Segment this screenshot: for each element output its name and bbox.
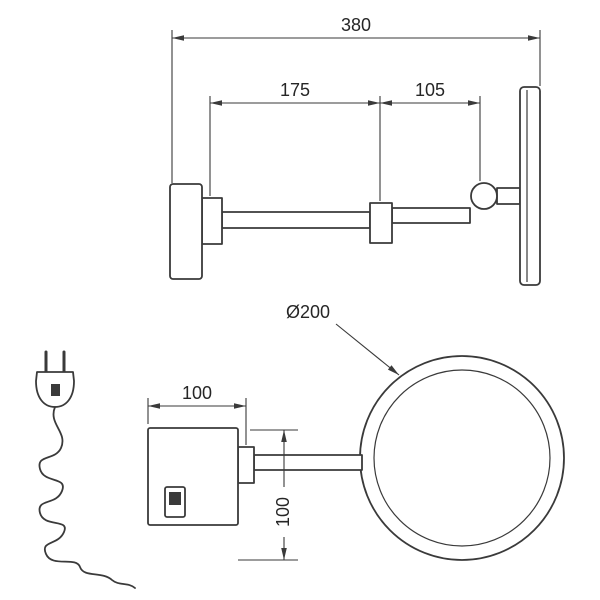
power-switch-rocker [169,492,181,505]
arrowhead [468,100,480,106]
side-view: 380 175 105 [169,15,541,286]
arrowhead [387,365,399,375]
wall-plate-side [169,183,203,280]
dimension-drop-height: 100 [238,429,298,561]
dim-mirror-diameter-label: Ø200 [286,302,330,322]
mounting-bracket-side [201,197,223,245]
mirror-side-profile [519,86,541,286]
mirror-outer-rim [359,355,565,561]
dim-rear-arm-label: 105 [415,80,445,100]
dim-drop-height-label: 100 [273,497,293,527]
power-cord [38,406,136,589]
arrowhead [281,548,287,560]
dim-plate-width-label: 100 [182,383,212,403]
arrowhead [528,35,540,41]
mirror-stem [496,187,521,205]
arm-segment-1 [221,211,371,229]
arm-elbow-joint [369,202,393,244]
arrowhead [148,403,160,409]
plug-center-detail [51,384,60,396]
ball-joint [470,182,498,210]
dimension-total-reach: 380 [171,15,541,183]
wall-plate-front [147,427,239,526]
dim-total-reach-label: 380 [341,15,371,35]
arrowhead [281,430,287,442]
dimension-arm-segments: 175 105 [209,80,481,201]
dimension-plate-width: 100 [147,383,247,445]
leader-line [335,323,400,376]
power-plug [35,350,75,408]
arrowhead [172,35,184,41]
arm-front [253,454,363,471]
dim-front-arm-label: 175 [280,80,310,100]
front-view: Ø200 100 [35,302,565,589]
arrowhead [380,100,392,106]
arrowhead [234,403,246,409]
arrowhead [368,100,380,106]
dimension-mirror-diameter: Ø200 [286,302,400,376]
mirror-glass [373,369,551,547]
arm-segment-2 [391,207,471,224]
arrowhead [210,100,222,106]
mounting-bracket-front [237,446,255,484]
label-mask [273,487,295,537]
